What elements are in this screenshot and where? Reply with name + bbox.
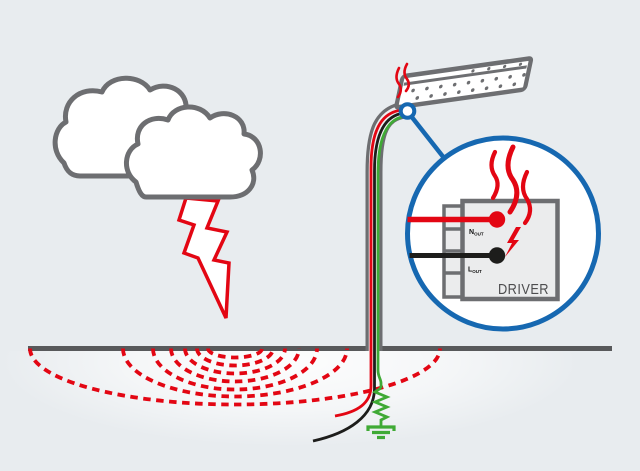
lightning-bolt-icon xyxy=(176,196,231,319)
phase-wire-red xyxy=(369,108,403,386)
cloud-icon-front xyxy=(124,104,263,200)
phase-wire-red-tail xyxy=(334,385,373,418)
supply-wires xyxy=(312,108,407,443)
neutral-wire-black-tail xyxy=(312,388,376,443)
surge-bolt-icon xyxy=(505,227,521,257)
n-out-terminal-dot xyxy=(488,211,506,228)
ground-wave-arcs xyxy=(28,348,442,407)
earth-ground-symbol xyxy=(366,425,396,440)
driver-callout-content: NOUT LOUT DRIVER xyxy=(407,144,560,302)
connection-point xyxy=(398,102,417,120)
earth-resistor xyxy=(371,386,391,426)
callout-line xyxy=(409,114,450,165)
soil-highlight xyxy=(0,351,580,447)
driver-label: DRIVER xyxy=(498,282,549,298)
l-out-label: LOUT xyxy=(468,267,482,275)
earth-wire-green xyxy=(376,114,407,388)
n-out-label: NOUT xyxy=(469,229,484,237)
neutral-wire-black xyxy=(373,111,405,389)
flame-icon xyxy=(489,144,533,226)
led-luminaire xyxy=(394,56,534,110)
l-out-terminal-dot xyxy=(488,247,506,264)
terminal-block xyxy=(442,204,465,299)
heat-marks-icon xyxy=(395,62,411,99)
led-dots xyxy=(411,62,526,100)
